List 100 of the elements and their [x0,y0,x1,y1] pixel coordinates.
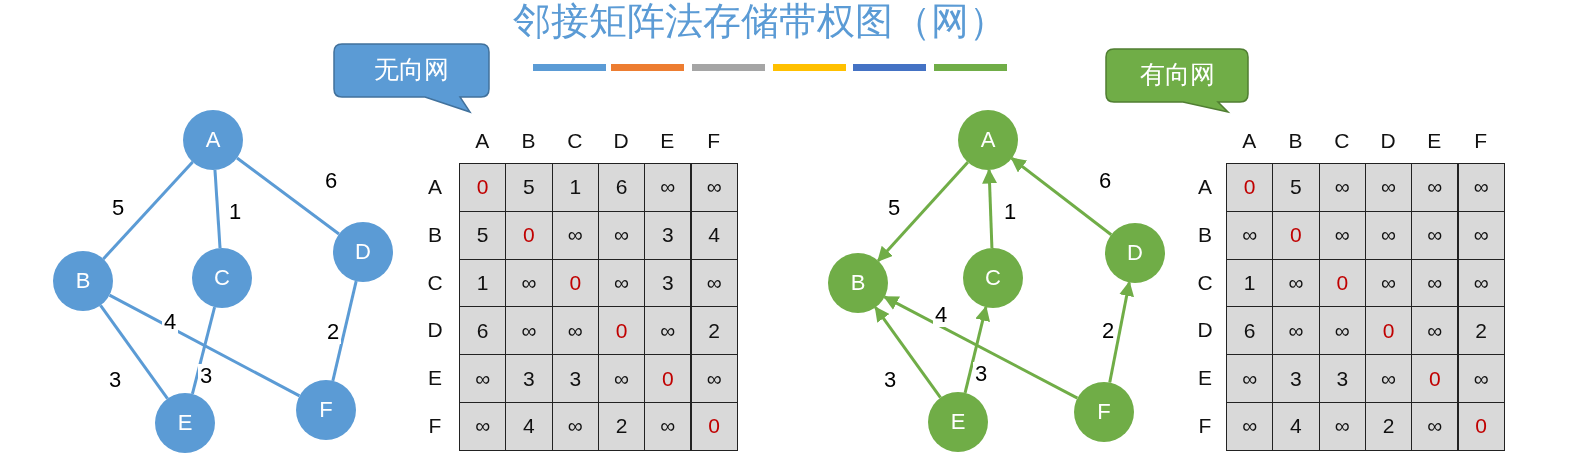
matrix-cell: ∞ [1411,306,1459,356]
vertex-circle: D [333,222,393,282]
callout-text: 有向网 [1138,60,1216,90]
edge-line [213,169,222,249]
column-header: D [612,129,630,153]
matrix-cell: 0 [1364,306,1413,356]
vertex-circle: C [192,248,252,308]
matrix-cell: 4 [505,402,553,451]
matrix-cell: 3 [644,258,692,308]
vertex-circle: E [155,393,215,453]
matrix-cell: ∞ [1364,210,1413,260]
matrix-cell: 6 [1226,306,1274,356]
matrix-cell: 4 [690,210,738,260]
callout-text: 无向网 [373,55,450,85]
matrix-cell: ∞ [690,354,738,403]
matrix-cell: 0 [597,306,646,356]
matrix-cell: 0 [644,354,692,403]
matrix-cell: 5 [1272,163,1320,212]
matrix-cell: ∞ [1226,354,1274,403]
row-header: E [1197,366,1213,391]
matrix-cell: 6 [459,306,507,356]
matrix-cell: 0 [1411,354,1459,403]
matrix-cell: 5 [459,210,507,260]
arrow [883,295,1079,400]
matrix-cell: ∞ [505,258,553,308]
matrix-cell: ∞ [1364,163,1413,212]
vertex-circle: C [963,248,1023,308]
vertex-circle: B [828,253,888,313]
matrix-cell: 0 [505,210,553,260]
matrix-cell: 3 [1318,354,1366,403]
vertex-circle: E [928,392,988,452]
column-header: F [706,129,722,153]
vertex-circle: D [1105,223,1165,283]
arrow [1108,280,1135,383]
matrix-cell: ∞ [1272,306,1320,356]
matrix-cell: 0 [459,163,507,212]
vertex-circle: B [53,251,113,311]
matrix-cell: ∞ [551,210,599,260]
matrix-cell: ∞ [644,163,692,212]
matrix-cell: ∞ [551,306,599,356]
row-header: D [1196,318,1214,343]
vertex-circle: F [296,380,356,440]
matrix-cell: ∞ [1318,306,1366,356]
column-header: A [1241,129,1258,153]
matrix-cell: ∞ [1226,210,1274,260]
vertex-circle: A [183,110,243,170]
matrix-cell: ∞ [1411,210,1459,260]
matrix-cell: 5 [505,163,553,212]
column-header: C [1333,129,1351,153]
matrix-cell: ∞ [690,163,738,212]
matrix-cell: ∞ [1457,163,1505,212]
matrix-cell: 0 [1457,402,1505,451]
arrow [982,168,998,249]
arrow [1010,157,1113,236]
arrow [963,305,990,394]
title: 邻接矩阵法存储带权图（网） [512,0,1008,45]
matrix-cell: ∞ [551,402,599,451]
matrix-cell: 2 [690,306,738,356]
edge-line [99,304,169,400]
matrix-cell: 0 [1226,163,1274,212]
matrix-cell: ∞ [644,402,692,451]
column-header: C [566,129,584,153]
row-header: C [426,270,444,295]
matrix-cell: ∞ [1318,210,1366,260]
matrix-cell: 3 [551,354,599,403]
row-header: B [1197,222,1213,247]
row-header: E [427,366,443,391]
matrix-cell: ∞ [597,354,646,403]
column-header: E [659,129,676,153]
matrix-cell: ∞ [505,306,553,356]
row-header: F [427,413,443,438]
edge-line [190,306,217,395]
matrix-cell: ∞ [1457,210,1505,260]
edge-line [331,280,358,382]
column-header: B [520,129,537,153]
matrix-cell: 0 [1272,210,1320,260]
vertex-circle: F [1074,382,1134,442]
matrix-cell: 3 [505,354,553,403]
matrix-cell: 3 [644,210,692,260]
matrix-cell: ∞ [459,354,507,403]
matrix-cell: ∞ [459,402,507,451]
matrix-cell: 2 [597,402,646,451]
matrix-cell: 4 [1272,402,1320,451]
column-header: E [1426,129,1443,153]
vertex-circle: A [958,110,1018,170]
matrix-cell: ∞ [1364,354,1413,403]
edge-line [108,293,301,398]
matrix-cell: 2 [1457,306,1505,356]
arrow [874,306,942,399]
column-header: F [1473,129,1489,153]
matrix-cell: ∞ [1411,163,1459,212]
row-header: A [1197,174,1213,199]
edge-line [102,161,194,260]
row-header: B [427,222,443,247]
row-header: A [427,174,443,199]
matrix-cell: ∞ [1411,258,1459,308]
matrix-cell: ∞ [1411,402,1459,451]
row-header: D [426,318,444,343]
matrix-cell: ∞ [1226,402,1274,451]
matrix-cell: 3 [1272,354,1320,403]
